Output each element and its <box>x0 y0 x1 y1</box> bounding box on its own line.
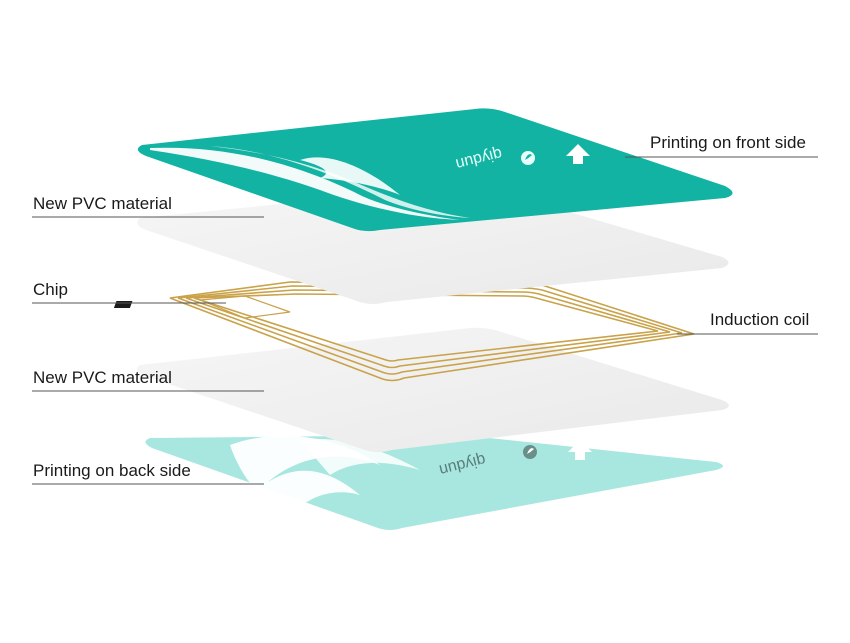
label-front-print: Printing on front side <box>650 133 806 152</box>
label-chip: Chip <box>33 280 68 299</box>
front-swoosh-3 <box>300 157 400 195</box>
front-print-layer: qiydun <box>137 108 733 232</box>
label-pvc-top: New PVC material <box>33 194 172 213</box>
back-print-layer: qiydun <box>145 435 724 530</box>
leaf-logo-icon <box>523 445 537 459</box>
pvc-bottom-sheet <box>136 327 729 452</box>
leader-lines <box>32 156 818 485</box>
front-card <box>137 108 733 232</box>
up-arrow-icon <box>566 144 590 164</box>
pvc-top-sheet <box>137 185 729 304</box>
up-arrow-icon <box>568 440 592 460</box>
back-swoosh-2 <box>300 438 420 475</box>
label-coil: Induction coil <box>710 310 810 329</box>
label-back-print: Printing on back side <box>33 461 191 480</box>
leaf-logo-icon <box>521 151 535 165</box>
front-swoosh-1 <box>150 147 460 220</box>
label-pvc-bottom: New PVC material <box>33 368 172 387</box>
